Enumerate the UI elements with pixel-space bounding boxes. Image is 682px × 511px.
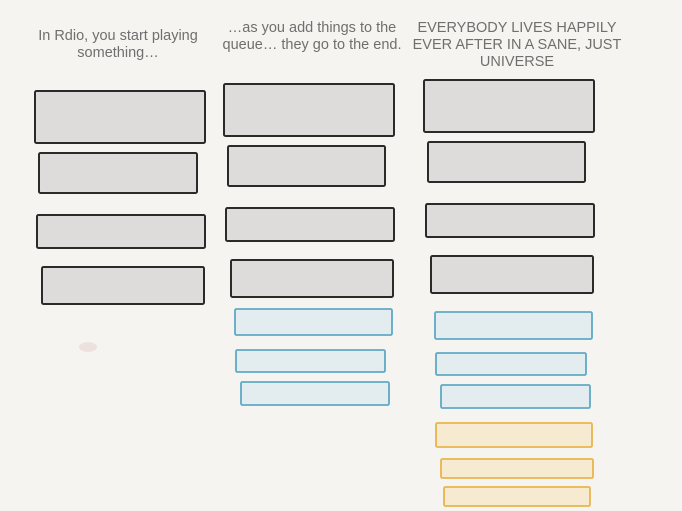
col3-later-track-2: [440, 458, 594, 479]
col2-queued-track-2: [235, 349, 386, 373]
smudge-mark: [79, 342, 97, 352]
col2-playing-track-3: [225, 207, 395, 242]
col1-playing-track-4: [41, 266, 205, 305]
col1-playing-track-3: [36, 214, 206, 249]
col1-playing-track-2: [38, 152, 198, 194]
caption-add: …as you add things to the queue… they go…: [222, 20, 402, 53]
col3-queued-track-3: [440, 384, 591, 409]
col2-playing-track-2: [227, 145, 386, 187]
col3-playing-track-2: [427, 141, 586, 183]
col3-later-track-1: [435, 422, 593, 448]
col2-queued-track-1: [234, 308, 393, 336]
col2-queued-track-3: [240, 381, 390, 406]
col3-playing-track-4: [430, 255, 594, 294]
col2-playing-track-4: [230, 259, 394, 298]
col1-playing-track-1: [34, 90, 206, 144]
caption-start: In Rdio, you start playing something…: [38, 28, 198, 61]
col3-queued-track-1: [434, 311, 593, 340]
col3-queued-track-2: [435, 352, 587, 376]
col2-playing-track-1: [223, 83, 395, 137]
col3-playing-track-1: [423, 79, 595, 133]
caption-happy: EVERYBODY LIVES HAPPILY EVER AFTER IN A …: [412, 20, 622, 70]
col3-later-track-3: [443, 486, 591, 507]
col3-playing-track-3: [425, 203, 595, 238]
